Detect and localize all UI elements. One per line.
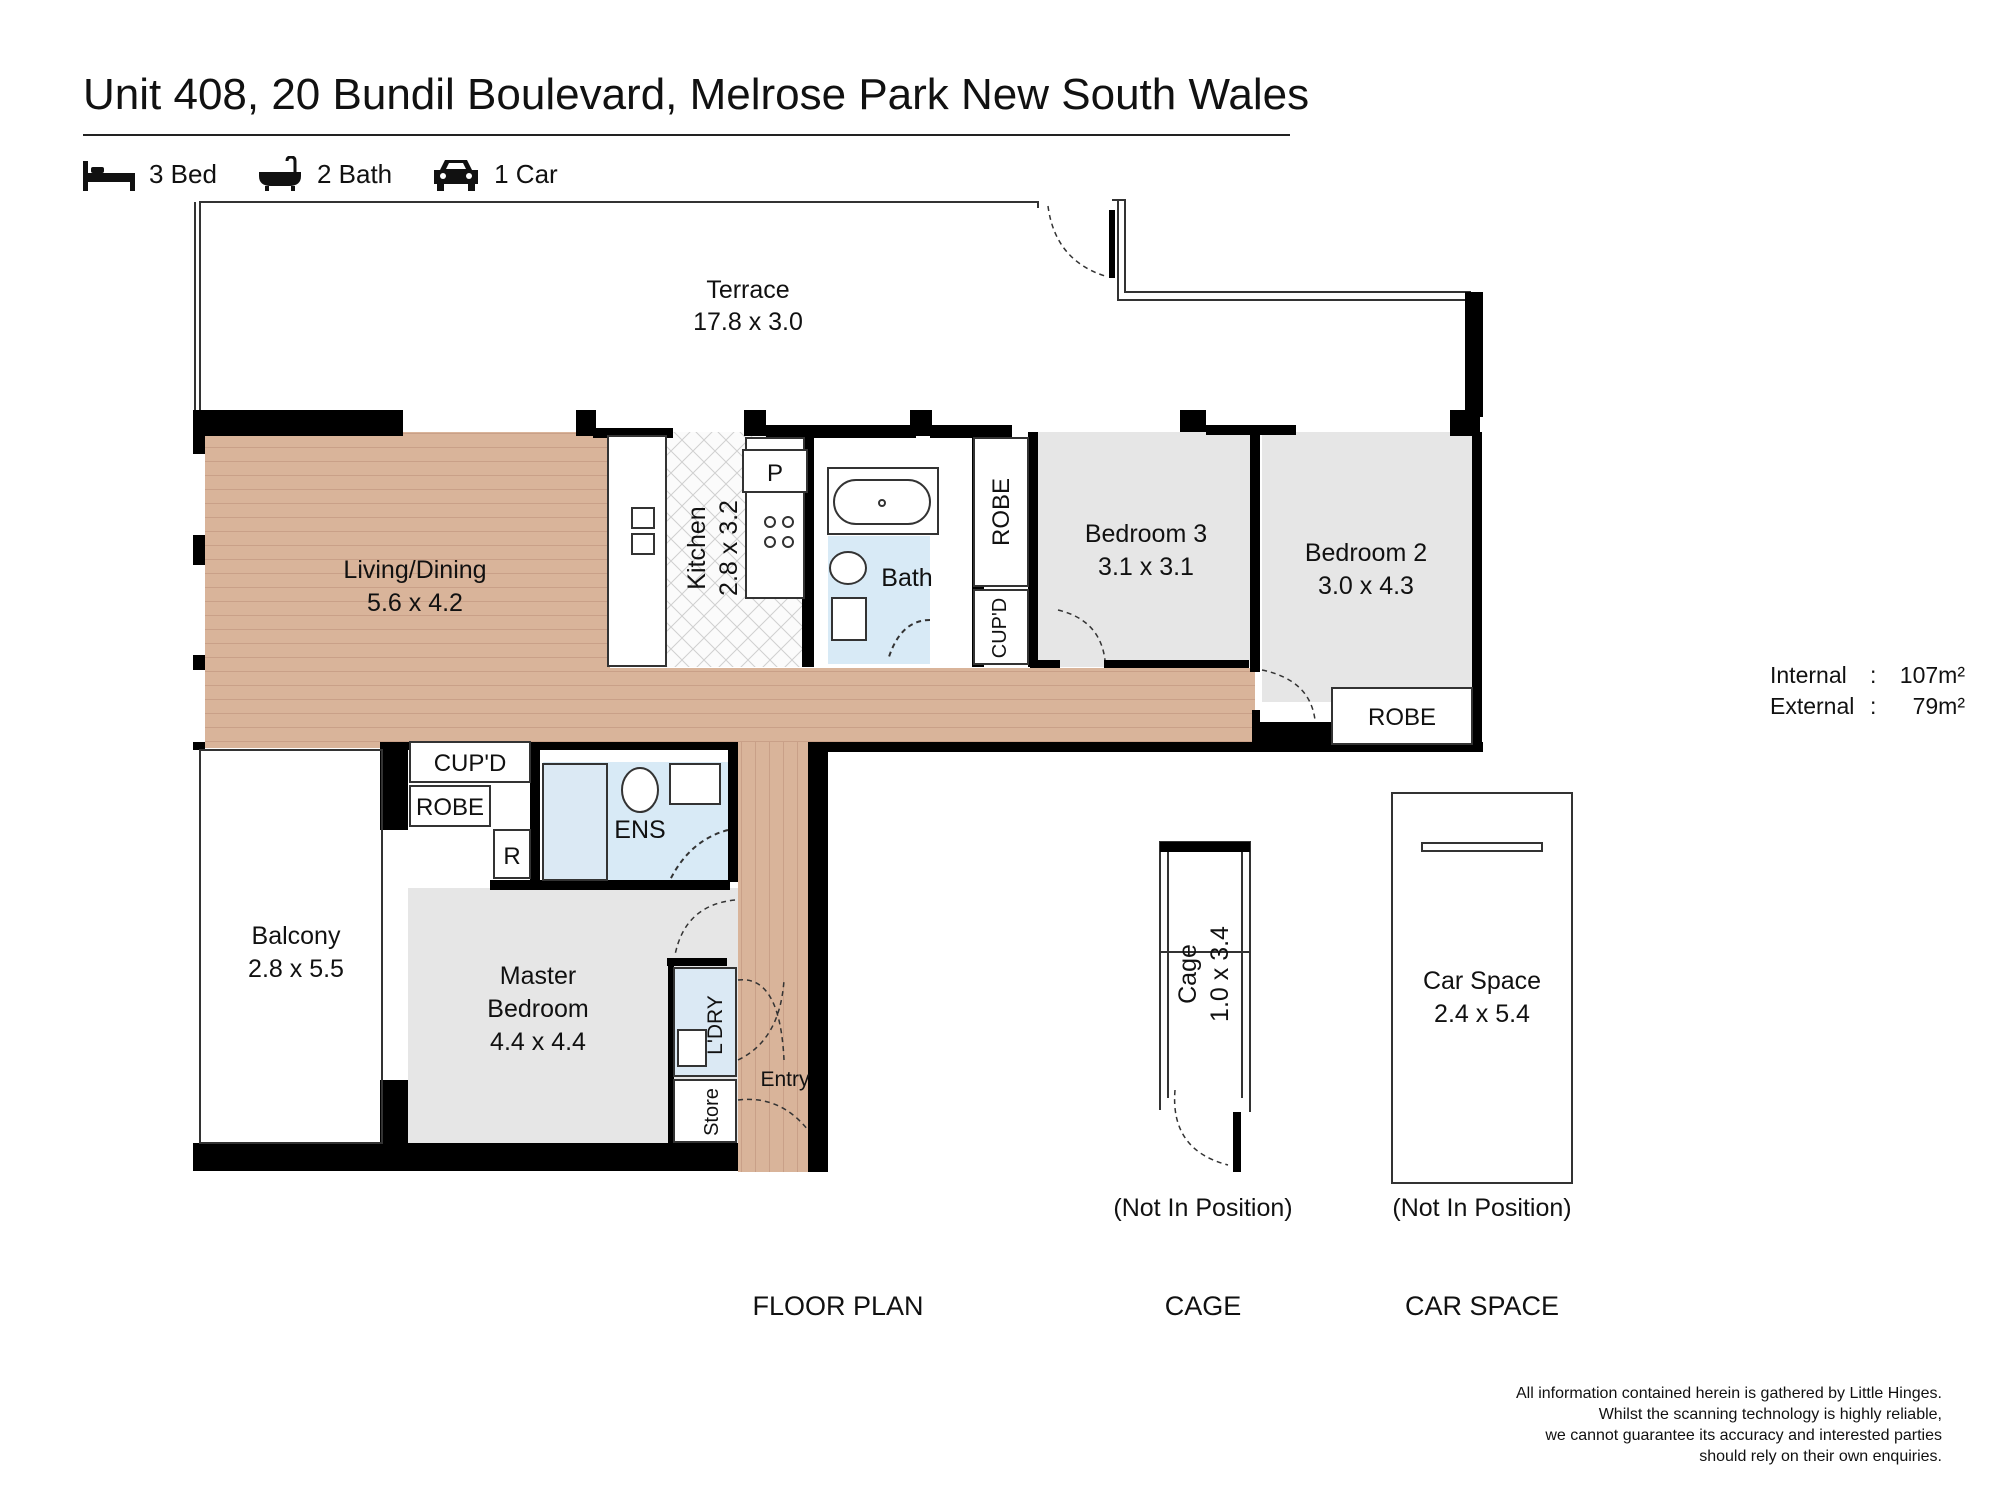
bath-fittings — [827, 467, 939, 661]
robe-bedroom2-label: ROBE — [1368, 704, 1436, 731]
balcony-size: 2.8 x 5.5 — [248, 955, 344, 983]
r-label: R — [503, 843, 520, 870]
bath-label: Bath — [881, 564, 932, 592]
bedroom2-size: 3.0 x 4.3 — [1318, 572, 1414, 600]
laundry-store — [673, 967, 737, 1143]
bed-count: 3 Bed — [149, 158, 217, 189]
living-name: Living/Dining — [343, 556, 486, 584]
terrace-door-swing — [1047, 205, 1106, 277]
kitchen-size: 2.8 x 3.2 — [715, 500, 743, 596]
pantry-label: P — [767, 460, 783, 487]
cupd-master-label: CUP'D — [434, 750, 507, 777]
car-space-size: 2.4 x 5.4 — [1434, 1000, 1530, 1028]
master-size: 4.4 x 4.4 — [490, 1028, 586, 1056]
external-area-value: 79m² — [1912, 693, 1965, 719]
storage-boxes — [409, 437, 1473, 879]
master-line2: Bedroom — [487, 995, 588, 1023]
cage-note: (Not In Position) — [1113, 1194, 1292, 1222]
cage-caption: CAGE — [1165, 1291, 1242, 1321]
cage-name: Cage — [1174, 944, 1202, 1004]
bed-feature: 3 Bed — [83, 157, 217, 191]
terrace-door-jamb — [1109, 210, 1115, 278]
bedroom3-name: Bedroom 3 — [1085, 520, 1207, 548]
car-space-name: Car Space — [1423, 967, 1541, 995]
internal-area-colon: : — [1870, 662, 1877, 688]
disclaimer-line: All information contained herein is gath… — [1515, 1385, 1942, 1402]
car-feature: 1 Car — [432, 156, 558, 192]
disclaimer-line: we cannot guarantee its accuracy and int… — [1545, 1427, 1942, 1444]
terrace-east-wall — [1465, 292, 1483, 417]
external-area-colon: : — [1870, 693, 1877, 719]
car-space-note: (Not In Position) — [1392, 1194, 1571, 1222]
balcony-name: Balcony — [252, 922, 341, 950]
bath-feature: 2 Bath — [257, 156, 392, 192]
cage-outline — [1159, 841, 1251, 1172]
disclaimer-line: Whilst the scanning technology is highly… — [1598, 1406, 1942, 1423]
living-size: 5.6 x 4.2 — [367, 589, 463, 617]
robe-master-label: ROBE — [416, 794, 484, 821]
robe-bedroom3-label: ROBE — [988, 478, 1015, 546]
cupd-bedroom3-label: CUP'D — [989, 598, 1011, 659]
ens-label: ENS — [614, 816, 665, 844]
bath-icon — [258, 156, 301, 191]
car-count: 1 Car — [494, 158, 558, 189]
bath-count: 2 Bath — [316, 158, 393, 189]
car-icon — [434, 160, 479, 191]
floor-plan-caption: FLOOR PLAN — [752, 1291, 923, 1321]
store-label: Store — [701, 1088, 723, 1136]
car-space-caption: CAR SPACE — [1405, 1291, 1559, 1321]
disclaimer-line: should rely on their own enquiries. — [1699, 1448, 1942, 1465]
terrace-outline — [194, 199, 1471, 410]
kitchen-name: Kitchen — [683, 506, 711, 589]
balcony-outline — [199, 749, 383, 1144]
terrace-name: Terrace — [706, 276, 789, 304]
door-swings — [674, 609, 1316, 1166]
disclaimer: All information contained herein is gath… — [1516, 1383, 1942, 1467]
feature-summary: 3 Bed 2 Bath 1 Car — [83, 152, 598, 196]
property-address: Unit 408, 20 Bundil Boulevard, Melrose P… — [83, 70, 1310, 119]
car-space-outline — [1391, 792, 1573, 1184]
external-area-row: External : 79m² — [1770, 691, 1965, 722]
walls — [193, 410, 1483, 1172]
internal-area-row: Internal : 107m² — [1770, 660, 1965, 691]
title-divider — [83, 134, 1290, 136]
terrace-size: 17.8 x 3.0 — [693, 308, 803, 336]
bedroom2-name: Bedroom 2 — [1305, 539, 1427, 567]
laundry-label: L'DRY — [704, 995, 727, 1055]
internal-area-value: 107m² — [1899, 662, 1965, 688]
master-line1: Master — [500, 962, 576, 990]
area-summary: Internal : 107m² External : 79m² — [1770, 660, 1965, 722]
ensuite-fittings — [542, 763, 729, 881]
external-area-label: External — [1770, 693, 1855, 719]
bedroom3-size: 3.1 x 3.1 — [1098, 553, 1194, 581]
bed-icon — [83, 161, 135, 191]
cage-size: 1.0 x 3.4 — [1206, 926, 1234, 1022]
entry-label: Entry — [760, 1068, 810, 1091]
internal-area-label: Internal — [1770, 662, 1847, 688]
